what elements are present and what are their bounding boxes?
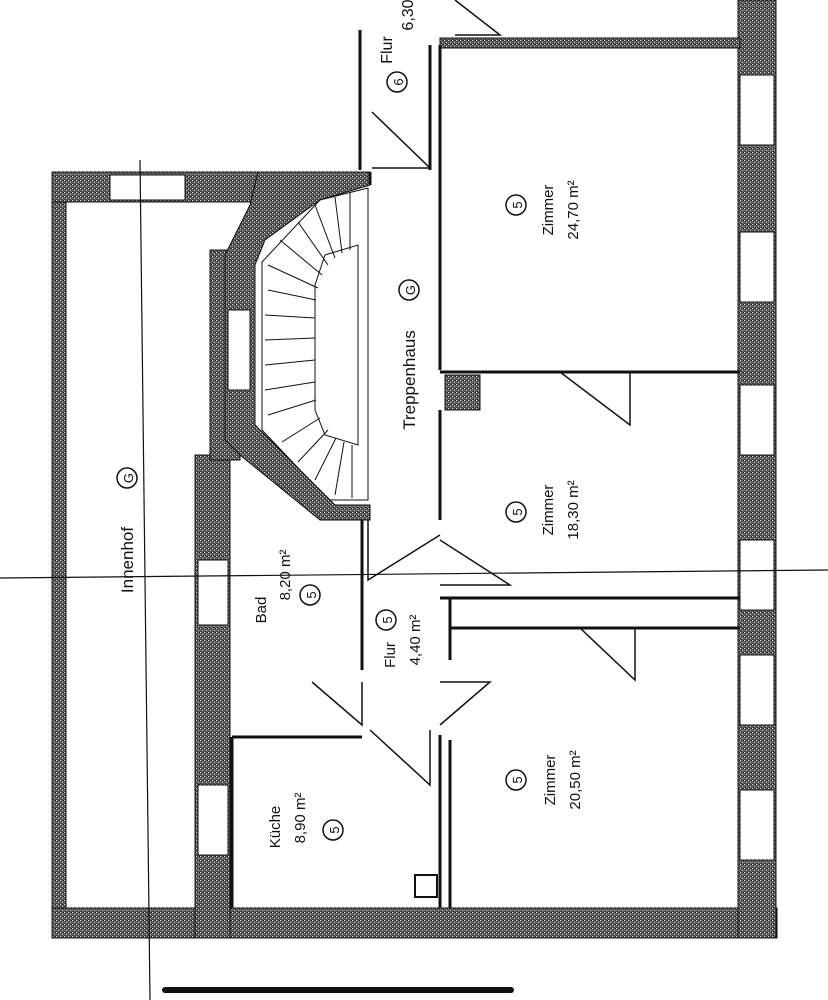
staircase [261, 187, 369, 501]
room-area-kueche: 8,90 m² [292, 793, 309, 844]
room-name-innenhof: Innenhof [118, 527, 137, 593]
window [739, 789, 775, 861]
marker-circle [116, 467, 138, 489]
shaft [414, 874, 438, 898]
wall-bottom [51, 907, 778, 939]
guide-lines [0, 159, 828, 1000]
partitions [230, 30, 740, 908]
windows [109, 74, 775, 861]
room-name-zimmer3: Zimmer [542, 755, 559, 806]
marker-circle [505, 194, 527, 216]
marker-innenhof: G [121, 473, 136, 483]
marker-circle [386, 71, 408, 93]
marker-circle [375, 609, 397, 631]
marker-circle [299, 584, 321, 606]
marker-circle [322, 819, 344, 841]
window [109, 174, 186, 201]
room-name-treppenhaus: Treppenhaus [400, 330, 419, 430]
wall-pillar [444, 374, 481, 411]
wall-interior-left [194, 454, 231, 939]
doors [311, 0, 636, 787]
walls [51, 0, 778, 939]
marker-circle [398, 279, 420, 301]
marker-bad: 5 [304, 591, 319, 598]
marker-zimmer1: 5 [510, 201, 525, 208]
window [227, 309, 251, 391]
room-name-bad: Bad [253, 597, 270, 624]
window [739, 539, 775, 611]
marker-circle [505, 769, 527, 791]
room-area-flur: 4,40 m² [407, 615, 424, 666]
marker-zimmer3: 5 [510, 776, 525, 783]
marker-flur: 5 [380, 616, 395, 623]
wall-right [737, 0, 777, 939]
home-indicator[interactable] [162, 987, 514, 993]
wall-stair-enclosure [224, 171, 371, 521]
room-name-flur-top: Flur [379, 36, 396, 64]
marker-flur-top: 6 [391, 78, 406, 85]
room-area-zimmer2: 18,30 m² [565, 480, 582, 539]
window [739, 654, 775, 726]
marker-kueche: 5 [327, 826, 342, 833]
window [739, 384, 775, 456]
marker-treppenhaus: G [403, 285, 418, 295]
room-area-bad: 8,20 m² [277, 550, 294, 601]
marker-circle [505, 501, 527, 523]
room-area-zimmer1: 24,70 m² [565, 180, 582, 239]
wall-courtyard-left [51, 171, 67, 938]
wall-top [439, 37, 741, 49]
room-area-zimmer3: 20,50 m² [567, 750, 584, 809]
room-area-flur-top: 6,30 [400, 0, 417, 31]
window [197, 559, 229, 626]
room-name-flur: Flur [382, 642, 399, 668]
window [197, 784, 229, 856]
marker-zimmer2: 5 [510, 508, 525, 515]
room-name-zimmer1: Zimmer [540, 185, 557, 236]
room-name-kueche: Küche [267, 806, 284, 849]
window [739, 74, 775, 146]
room-name-zimmer2: Zimmer [540, 485, 557, 536]
window [739, 231, 775, 303]
